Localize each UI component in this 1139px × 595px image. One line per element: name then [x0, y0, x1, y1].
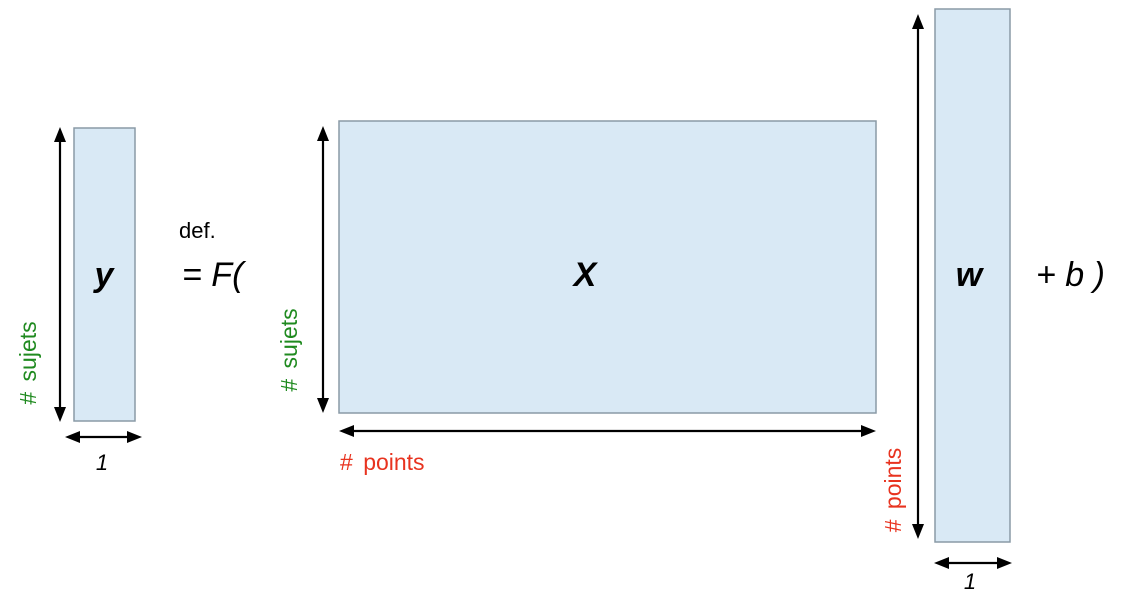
x-points-label: # points [340, 449, 425, 475]
x-points-word: points [363, 449, 424, 475]
x-width-arrow [339, 425, 876, 437]
x-symbol: X [572, 256, 599, 294]
y-subjects-label: # sujets [15, 321, 41, 404]
x-matrix-box [338, 120, 877, 414]
y-subjects-word: sujets [15, 321, 41, 381]
x-subjects-hash: # [276, 379, 302, 392]
y-height-arrow [54, 127, 66, 422]
w-height-arrow [912, 14, 924, 539]
x-points-hash: # [340, 449, 353, 475]
x-subjects-word: sujets [276, 308, 302, 368]
y-vector-box [73, 127, 136, 422]
equals-f-open: = F( [182, 256, 247, 294]
y-symbol: y [93, 256, 116, 294]
w-width-label: 1 [964, 569, 976, 594]
w-points-word: points [880, 448, 906, 509]
plus-b-close: + b ) [1036, 256, 1105, 294]
w-vector-box [934, 8, 1011, 543]
w-width-arrow [934, 557, 1012, 569]
y-width-arrow [65, 431, 142, 443]
y-subjects-hash: # [15, 392, 41, 405]
x-subjects-label: # sujets [276, 308, 302, 391]
w-symbol: w [956, 256, 985, 294]
w-points-label: # points [880, 448, 906, 533]
y-width-label: 1 [96, 450, 108, 475]
x-height-arrow [317, 126, 329, 413]
w-points-hash: # [880, 519, 906, 532]
def-label: def. [179, 218, 216, 243]
